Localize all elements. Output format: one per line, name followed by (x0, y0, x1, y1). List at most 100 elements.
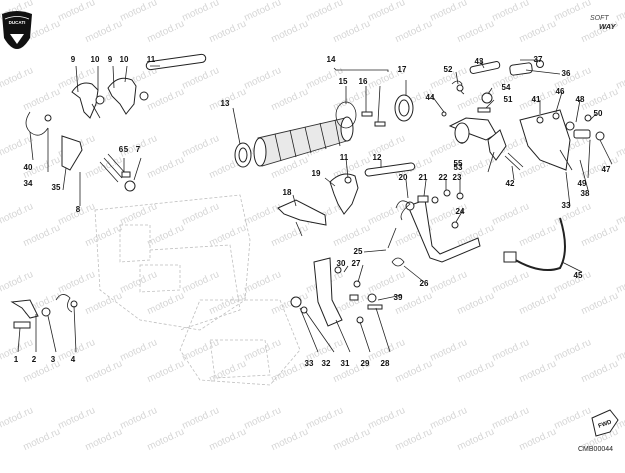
spring-41 (504, 152, 524, 171)
watermark-text: motod.ru (118, 405, 158, 432)
callout-24: 24 (456, 207, 465, 216)
watermark-text: motod.ru (552, 337, 592, 364)
callout-28: 28 (381, 359, 390, 368)
callout-55: 55 (454, 159, 463, 168)
selector-fork-left (71, 82, 105, 119)
watermark-text: motod.ru (180, 269, 220, 296)
watermark-text: motod.ru (242, 65, 282, 92)
callout-5: 5 (124, 145, 129, 154)
callout-23: 23 (453, 173, 462, 182)
callout-31: 31 (341, 359, 350, 368)
watermark-text: motod.ru (614, 133, 625, 160)
callout-29: 29 (361, 359, 370, 368)
watermark-text: motod.ru (490, 405, 530, 432)
ring-12 (234, 142, 252, 168)
callout-9: 9 (108, 55, 113, 64)
plate-40-45 (519, 109, 571, 171)
callout-15: 15 (339, 77, 348, 86)
watermark-text: motod.ru (518, 426, 558, 453)
watermark-text: motod.ru (580, 290, 620, 317)
watermark-text: motod.ru (84, 426, 124, 453)
watermark-text: motod.ru (332, 222, 372, 249)
watermark-text: motod.ru (304, 0, 344, 24)
watermark-text: motod.ru (84, 358, 124, 385)
watermark-text: motod.ru (552, 405, 592, 432)
watermark-text: motod.ru (56, 337, 96, 364)
watermark-text: motod.ru (270, 86, 310, 113)
callout-20: 20 (399, 173, 408, 182)
watermark-text: motod.ru (490, 201, 530, 228)
watermark-text: motod.ru (242, 0, 282, 24)
callout-43: 43 (475, 57, 484, 66)
watermark-text: motod.ru (208, 18, 248, 45)
watermark-text: motod.ru (518, 18, 558, 45)
bolts-37-48-46-47-49 (559, 114, 605, 171)
watermark-text: motod.ru (366, 269, 406, 296)
detent-assembly (25, 111, 136, 192)
watermark-text: motod.ru (22, 86, 62, 113)
callout-1: 1 (14, 355, 19, 364)
watermark-text: motod.ru (0, 269, 35, 296)
callout-33: 33 (562, 201, 571, 210)
watermark-text: motod.ru (208, 426, 248, 453)
watermark-text: motod.ru (332, 18, 372, 45)
watermark-text: motod.ru (304, 405, 344, 432)
watermark-text: motod.ru (146, 290, 186, 317)
watermark-text: motod.ru (428, 337, 468, 364)
watermark-text: motod.ru (56, 405, 96, 432)
callout-12: 12 (373, 153, 382, 162)
screw-36 (536, 60, 544, 68)
lever-43 (441, 111, 507, 161)
cable-44 (503, 217, 566, 271)
watermark-text: motod.ru (518, 290, 558, 317)
watermark-text: motod.ru (146, 154, 186, 181)
watermark-text: motod.ru (614, 201, 625, 228)
callout-10: 10 (91, 55, 100, 64)
watermark-text: motod.ru (208, 222, 248, 249)
callout-4: 4 (71, 355, 76, 364)
callout-6: 6 (119, 145, 124, 154)
callout-17: 17 (398, 65, 407, 74)
watermark-text: motod.ru (22, 222, 62, 249)
watermark-text: motod.ru (84, 18, 124, 45)
lever-17 (277, 199, 327, 237)
forward-arrow: FWD (591, 409, 619, 437)
spring-51 (451, 80, 465, 95)
watermark-text: motod.ru (0, 201, 35, 228)
watermark-text: motod.ru (614, 269, 625, 296)
watermark-text: motod.ru (614, 405, 625, 432)
watermark-text: motod.ru (118, 201, 158, 228)
callout-18: 18 (283, 188, 292, 197)
callout-25: 25 (354, 247, 363, 256)
left-small-parts (10, 294, 78, 329)
callout-47: 47 (602, 165, 611, 174)
watermark-text: motod.ru (180, 201, 220, 228)
watermark-text: motod.ru (0, 405, 35, 432)
callout-19: 19 (312, 169, 321, 178)
callout-30: 30 (337, 259, 346, 268)
callout-32: 32 (322, 359, 331, 368)
watermark-text: motod.ru (428, 0, 468, 24)
leader-lines (17, 59, 613, 353)
callout-42: 42 (506, 179, 515, 188)
callout-38: 38 (581, 189, 590, 198)
watermark-text: motod.ru (394, 18, 434, 45)
pin-55 (469, 61, 501, 74)
callout-27: 27 (352, 259, 361, 268)
callout-11: 11 (147, 55, 156, 64)
watermark-text: motod.ru (366, 0, 406, 24)
selector-fork-middle (329, 173, 359, 215)
watermark-text: motod.ru (146, 222, 186, 249)
watermark-text: motod.ru (118, 337, 158, 364)
fwd-text: FWD (598, 419, 614, 430)
logo-text: DUCATI (9, 20, 26, 25)
watermark-text: motod.ru (0, 133, 35, 160)
watermark-text: motod.ru (208, 290, 248, 317)
shift-drum-13 (253, 116, 354, 167)
watermark-text: motod.ru (0, 65, 35, 92)
watermark-text: motod.ru (614, 0, 625, 24)
watermark-text: motod.ru (84, 290, 124, 317)
callout-14: 14 (327, 55, 336, 64)
